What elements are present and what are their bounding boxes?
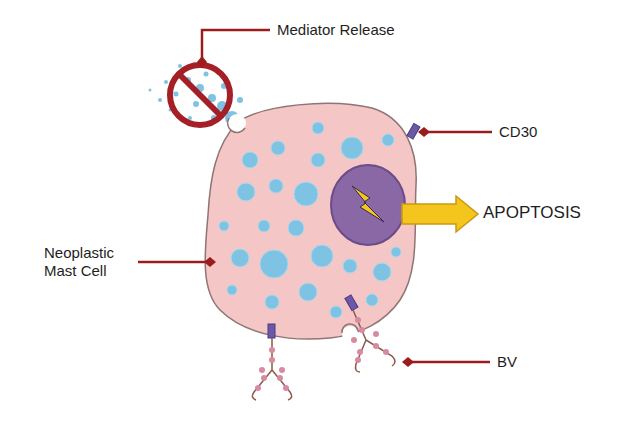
nucleus (331, 165, 405, 245)
apoptosis-arrow (402, 196, 478, 232)
leader-diamonds (197, 56, 430, 367)
antibody-beads (255, 317, 389, 391)
cell-label: Neoplastic Mast Cell (44, 244, 134, 280)
outcome-label: APOPTOSIS (483, 203, 581, 223)
lightning-bolt (352, 186, 384, 222)
cell-body (205, 103, 416, 339)
leader-lines (138, 30, 492, 362)
cd30-receptors (268, 123, 420, 338)
mediator-spray (149, 64, 244, 125)
drug-label: BV (497, 353, 517, 371)
prohibition-sign (170, 65, 230, 125)
mediator-label: Mediator Release (277, 21, 395, 39)
receptor-label: CD30 (499, 123, 537, 141)
bv-antibodies (252, 310, 395, 400)
